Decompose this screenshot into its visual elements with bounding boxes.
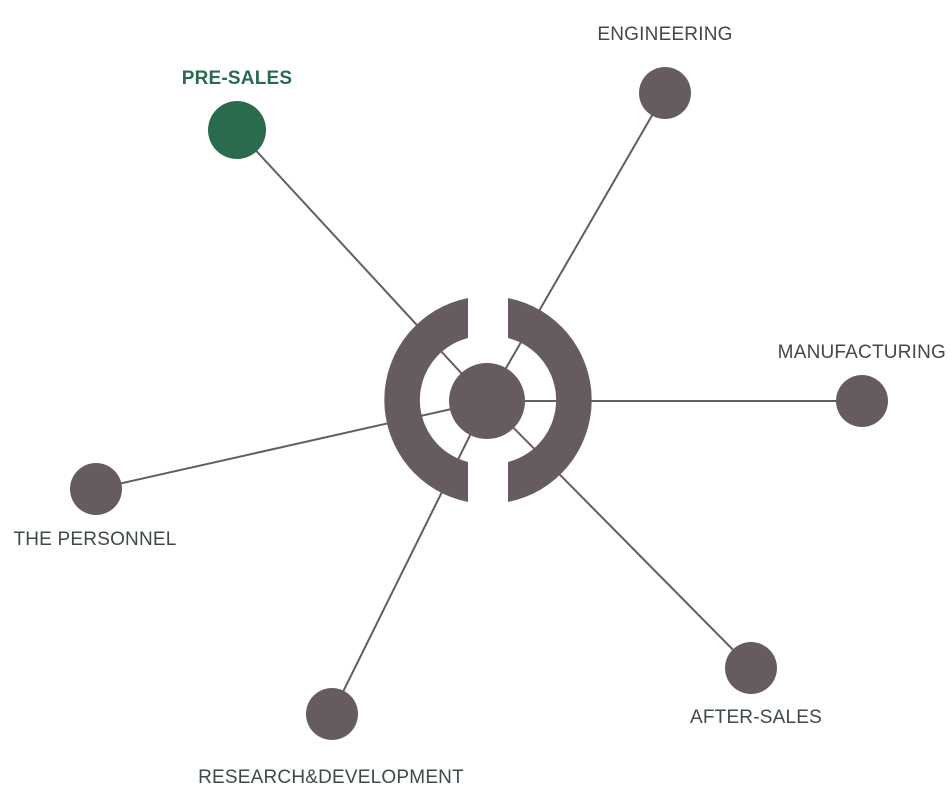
node-after-sales[interactable]: AFTER-SALES: [690, 642, 822, 728]
connector-lines: [95, 92, 862, 715]
node-pre-sales[interactable]: PRE-SALES: [182, 68, 293, 159]
connector-research-development: [331, 400, 488, 715]
node-research-development-label[interactable]: RESEARCH&DEVELOPMENT: [198, 767, 464, 788]
hub-right-arc: [508, 298, 592, 502]
node-pre-sales-label[interactable]: PRE-SALES: [182, 68, 293, 89]
node-engineering-label[interactable]: ENGINEERING: [597, 24, 732, 45]
connector-the-personnel: [95, 400, 488, 490]
node-research-development[interactable]: RESEARCH&DEVELOPMENT: [198, 688, 464, 788]
connector-after-sales: [486, 400, 752, 669]
connector-engineering: [486, 92, 666, 402]
node-the-personnel[interactable]: THE PERSONNEL: [13, 463, 176, 550]
node-manufacturing-circle[interactable]: [836, 375, 888, 427]
node-research-development-circle[interactable]: [306, 688, 358, 740]
node-engineering-circle[interactable]: [639, 67, 691, 119]
node-manufacturing-label[interactable]: MANUFACTURING: [778, 342, 946, 363]
node-after-sales-label[interactable]: AFTER-SALES: [690, 707, 822, 728]
hub-core: [449, 363, 525, 439]
nodes: PRE-SALES ENGINEERING MANUFACTURING AFTE…: [13, 24, 946, 788]
node-manufacturing[interactable]: MANUFACTURING: [778, 342, 946, 427]
node-after-sales-circle[interactable]: [725, 642, 777, 694]
hub: [384, 298, 592, 502]
node-engineering[interactable]: ENGINEERING: [597, 24, 732, 119]
node-the-personnel-label[interactable]: THE PERSONNEL: [13, 529, 176, 550]
node-pre-sales-circle[interactable]: [208, 101, 266, 159]
connector-pre-sales: [236, 129, 488, 402]
hub-left-arc: [384, 298, 468, 502]
node-the-personnel-circle[interactable]: [70, 463, 122, 515]
